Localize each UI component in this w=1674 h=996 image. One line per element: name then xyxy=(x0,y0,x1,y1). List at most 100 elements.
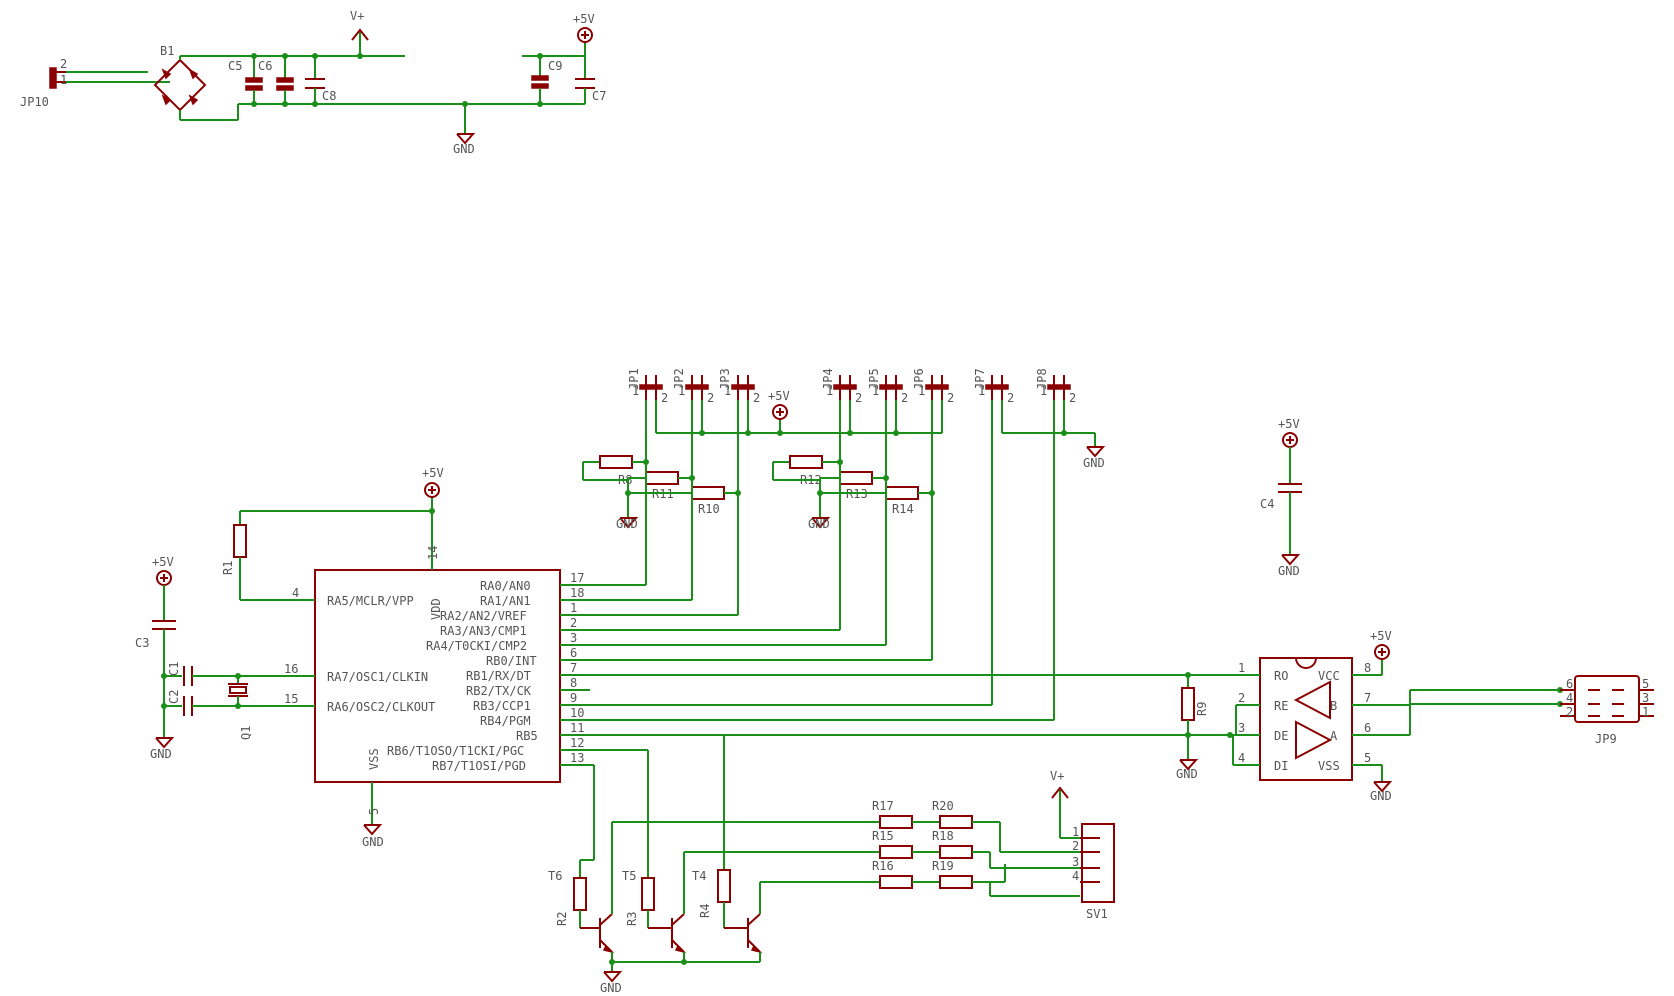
jp9-pin3: 3 xyxy=(1642,691,1649,705)
q1-label: Q1 xyxy=(239,726,253,740)
r14-label: R14 xyxy=(892,502,914,516)
t4-label: T4 xyxy=(692,869,706,883)
jp6-jumper: 1 2 JP6 xyxy=(912,368,954,405)
c3-p5v-label: +5V xyxy=(152,555,174,569)
mcu-vdd-label: VDD xyxy=(429,598,443,620)
c4-label: C4 xyxy=(1260,497,1274,511)
jp10-connector: 2 1 JP10 xyxy=(20,57,67,109)
r11-resistor xyxy=(645,471,679,485)
rs485-pin-num: 6 xyxy=(1364,721,1371,735)
jp6-label: JP6 xyxy=(912,368,926,390)
t6-label: T6 xyxy=(548,869,562,883)
p5v-label: +5V xyxy=(573,12,595,26)
jp8-pin2: 2 xyxy=(1069,391,1076,405)
c4-capacitor: +5V GND C4 xyxy=(1260,417,1302,578)
jp5-label: JP5 xyxy=(867,368,881,390)
t4-transistor xyxy=(724,913,763,954)
mcu-pin-label: RA0/AN0 xyxy=(480,579,531,593)
rs485-pin-label: DE xyxy=(1274,729,1288,743)
jp10-pin1: 1 xyxy=(60,73,67,87)
rs485-pin-label: RO xyxy=(1274,669,1288,683)
mcu-gnd-label: GND xyxy=(362,835,384,849)
rs485-gnd-label: GND xyxy=(1370,789,1392,803)
mcu-pin-num: 7 xyxy=(570,661,577,675)
jp3-label: JP3 xyxy=(718,368,732,390)
r3-resistor xyxy=(641,877,655,911)
r18-label: R18 xyxy=(932,829,954,843)
r1-label: R1 xyxy=(221,561,235,575)
r9-resistor: R9 GND xyxy=(1176,672,1237,781)
mcu-pin-num: 11 xyxy=(570,721,584,735)
jp8-jumper: 1 2 JP8 xyxy=(1035,368,1076,405)
rs485-pin-num: 7 xyxy=(1364,691,1371,705)
mcu-pin-label: RB7/T1OSI/PGD xyxy=(432,759,526,773)
jp2-pin2: 2 xyxy=(707,391,714,405)
c3-label: C3 xyxy=(135,636,149,650)
r16-label: R16 xyxy=(872,859,894,873)
jp1-label: JP1 xyxy=(627,368,641,390)
osc-gnd-symbol: GND xyxy=(150,737,175,761)
jp5-jumper: 1 2 JP5 xyxy=(867,368,908,405)
sv1-pin1: 1 xyxy=(1072,825,1079,839)
jp9-connector: 6 4 2 5 3 1 JP9 xyxy=(1560,675,1654,746)
t6-transistor xyxy=(580,913,615,954)
mcu-pin-label: RB4/PGM xyxy=(480,714,531,728)
mcu-pin-num: 13 xyxy=(570,751,584,765)
jp2-jumper: 1 2 JP2 xyxy=(672,368,714,405)
jp7-pin2: 2 xyxy=(1007,391,1014,405)
mcu-pin-label: RB3/CCP1 xyxy=(473,699,531,713)
sv1-vplus-symbol: V+ xyxy=(1050,769,1080,839)
sv1-label: SV1 xyxy=(1086,907,1108,921)
jp7-jumper: 1 2 JP7 xyxy=(973,368,1014,405)
mcu-pin4-num: 4 xyxy=(292,586,299,600)
jp8-label: JP8 xyxy=(1035,368,1049,390)
r17-resistor xyxy=(879,815,913,829)
rs485-transceiver: 1 RO 2 RE 3 DE 4 DI 8 VCC 7 B 6 A 5 VSS … xyxy=(1176,629,1563,803)
gnd-symbol: GND xyxy=(453,104,476,156)
jp9-pin4: 4 xyxy=(1566,691,1573,705)
r10-resistor xyxy=(691,486,725,500)
c2-label: C2 xyxy=(167,690,181,704)
gnd-label: GND xyxy=(616,517,638,531)
jp2-pin1: 1 xyxy=(678,384,685,398)
mcu-pin-label: RA3/AN3/CMP1 xyxy=(440,624,527,638)
mcu-pin-num: 8 xyxy=(570,676,577,690)
jp9-pin6: 6 xyxy=(1566,677,1573,691)
r17-label: R17 xyxy=(872,799,894,813)
jp1-pin2: 2 xyxy=(661,391,668,405)
rs485-pin-num: 5 xyxy=(1364,751,1371,765)
rs485-p5v-symbol: +5V xyxy=(1370,629,1392,675)
sv1-pin3: 3 xyxy=(1072,855,1079,869)
mcu-p5v-label: +5V xyxy=(422,466,444,480)
c4-gnd-label: GND xyxy=(1278,564,1300,578)
jp10-pin2: 2 xyxy=(60,57,67,71)
microcontroller: 14 VDD +5V 5 VSS GND 4 RA5/MCLR/VPP 16 R… xyxy=(232,466,590,849)
r2-resistor xyxy=(573,877,587,911)
c3-p5v-symbol: +5V xyxy=(152,555,174,586)
jp9-pin5: 5 xyxy=(1642,677,1649,691)
mcu-pin-num: 9 xyxy=(570,691,577,705)
r20-resistor xyxy=(939,815,973,829)
mcu-pin16-num: 16 xyxy=(284,662,298,676)
rs485-pin-label: B xyxy=(1330,699,1337,713)
jp9-pin2: 2 xyxy=(1566,705,1573,719)
r15-resistor xyxy=(879,845,913,859)
jp5-pin2: 2 xyxy=(901,391,908,405)
rs485-pin-label: VCC xyxy=(1318,669,1340,683)
c8-label: C8 xyxy=(322,89,336,103)
c9-label: C9 xyxy=(548,59,562,73)
osc-gnd-label: GND xyxy=(150,747,172,761)
driver-gnd-symbol: GND xyxy=(600,971,623,995)
r15-label: R15 xyxy=(872,829,894,843)
rs485-pin-label: RE xyxy=(1274,699,1288,713)
r14-resistor xyxy=(885,486,919,500)
jp4-jumper: 1 2 JP4 xyxy=(821,368,862,405)
mcu-pin-num: 6 xyxy=(570,646,577,660)
mcu-pin-label: RB6/T1OSO/T1CKI/PGC xyxy=(387,744,524,758)
gnd-label: GND xyxy=(1083,456,1105,470)
jp3-pin2: 2 xyxy=(753,391,760,405)
mcu-p5v-symbol: +5V xyxy=(422,466,444,511)
rs485-pin-label: VSS xyxy=(1318,759,1340,773)
